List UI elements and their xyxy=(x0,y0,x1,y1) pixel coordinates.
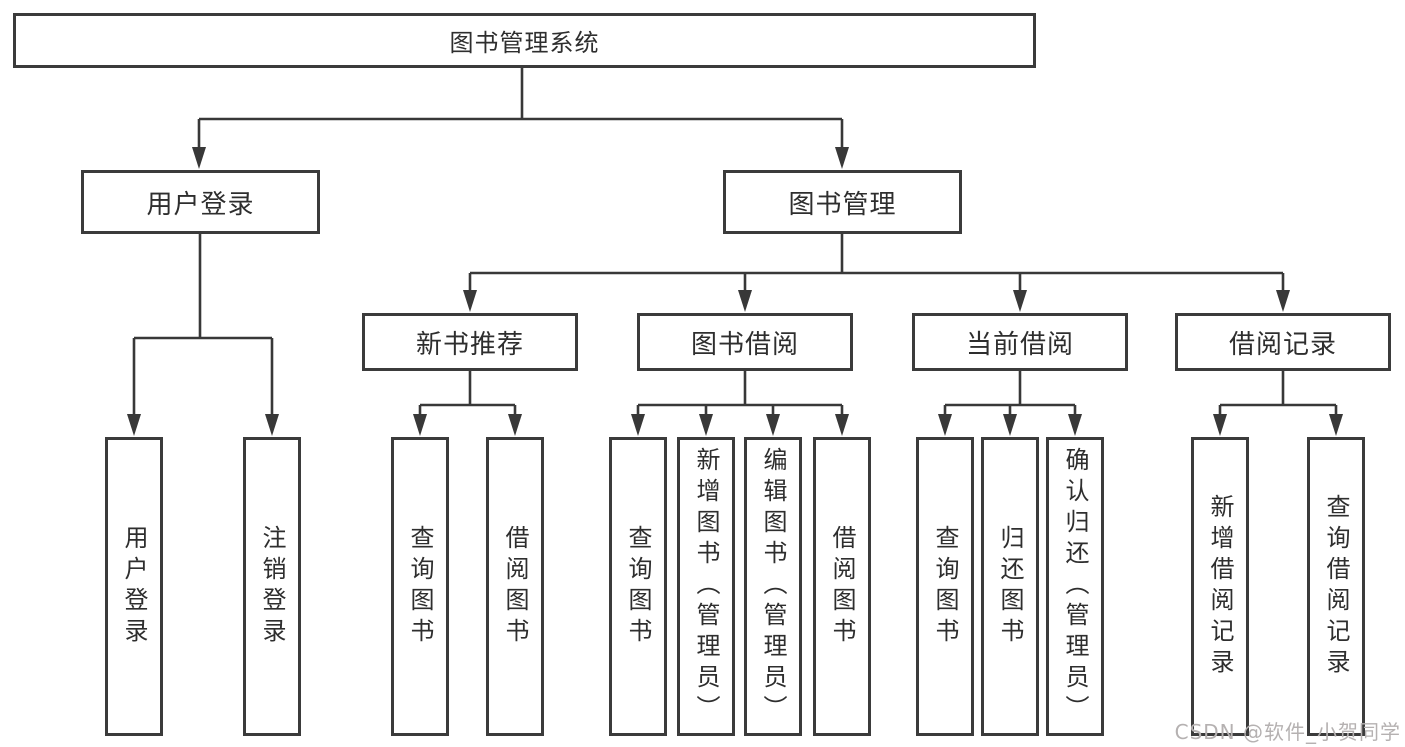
leaf-query-borrow-record: 查询借阅记录 xyxy=(1307,437,1365,736)
node-user-login-label: 用户登录 xyxy=(146,189,255,220)
leaf-return-books-label: 归还图书 xyxy=(996,524,1024,649)
leaf-logout: 注销登录 xyxy=(243,437,301,736)
leaf-confirm-return-admin: 确认归还（管理员） xyxy=(1046,437,1104,736)
node-borrow-record-label: 借阅记录 xyxy=(1228,329,1337,360)
leaf-add-borrow-record: 新增借阅记录 xyxy=(1191,437,1249,736)
arrowheads xyxy=(127,147,1343,436)
node-book-management-label: 图书管理 xyxy=(788,189,897,220)
leaf-add-books-admin-label: 新增图书（管理员） xyxy=(692,447,720,726)
leaf-add-books-admin: 新增图书（管理员） xyxy=(677,437,735,736)
leaf-confirm-return-admin-label: 确认归还（管理员） xyxy=(1061,447,1089,726)
node-book-borrow-label: 图书借阅 xyxy=(690,329,799,360)
leaf-edit-books-admin: 编辑图书（管理员） xyxy=(744,437,802,736)
node-book-management: 图书管理 xyxy=(723,170,962,234)
node-new-book-recommend: 新书推荐 xyxy=(362,313,578,371)
leaf-edit-books-admin-label: 编辑图书（管理员） xyxy=(759,447,787,726)
node-book-borrow: 图书借阅 xyxy=(637,313,853,371)
leaf-return-books: 归还图书 xyxy=(981,437,1039,736)
leaf-current-query-books-label: 查询图书 xyxy=(931,524,959,649)
leaf-user-login: 用户登录 xyxy=(105,437,163,736)
node-current-borrow-label: 当前借阅 xyxy=(965,329,1074,360)
node-new-book-recommend-label: 新书推荐 xyxy=(415,329,524,360)
node-root: 图书管理系统 xyxy=(13,13,1036,68)
node-borrow-record: 借阅记录 xyxy=(1175,313,1391,371)
node-root-label: 图书管理系统 xyxy=(449,29,600,57)
leaf-borrow-books-label: 借阅图书 xyxy=(828,524,856,649)
leaf-new-query-books-label: 查询图书 xyxy=(406,524,434,649)
leaf-query-borrow-record-label: 查询借阅记录 xyxy=(1322,493,1350,680)
leaf-logout-label: 注销登录 xyxy=(258,524,286,649)
csdn-watermark: CSDN @软件_小贺同学 xyxy=(1174,720,1401,744)
leaf-new-query-books: 查询图书 xyxy=(391,437,449,736)
leaf-new-borrow-books: 借阅图书 xyxy=(486,437,544,736)
leaf-borrow-query-books-label: 查询图书 xyxy=(624,524,652,649)
node-current-borrow: 当前借阅 xyxy=(912,313,1128,371)
node-user-login: 用户登录 xyxy=(81,170,320,234)
leaf-borrow-query-books: 查询图书 xyxy=(609,437,667,736)
leaf-add-borrow-record-label: 新增借阅记录 xyxy=(1206,493,1234,680)
leaf-borrow-books: 借阅图书 xyxy=(813,437,871,736)
leaf-user-login-label: 用户登录 xyxy=(120,524,148,649)
leaf-new-borrow-books-label: 借阅图书 xyxy=(501,524,529,649)
leaf-current-query-books: 查询图书 xyxy=(916,437,974,736)
